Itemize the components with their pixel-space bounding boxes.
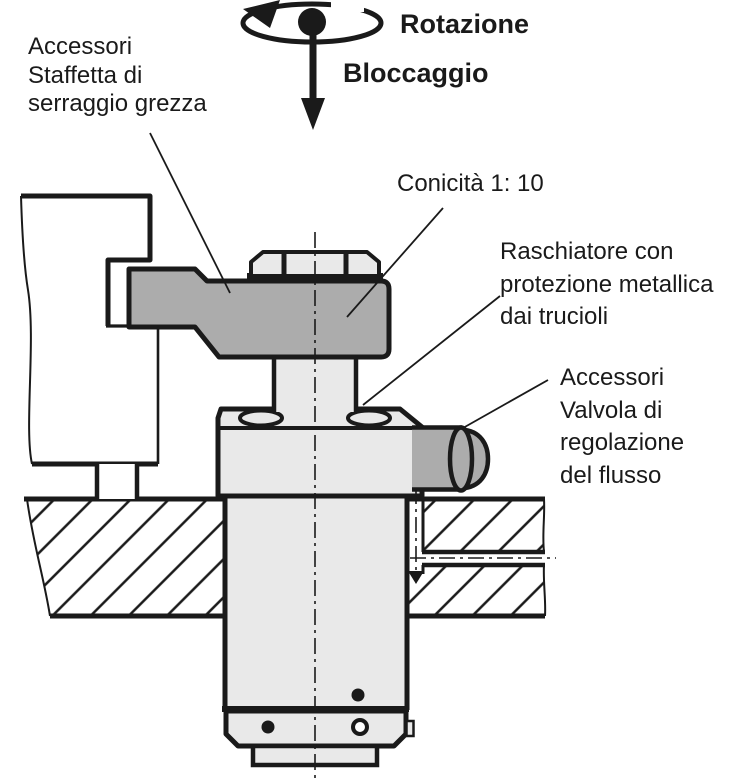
leader-line-scraper — [362, 295, 501, 406]
label-line: dai trucioli — [500, 303, 609, 330]
label-clamping: Bloccaggio — [343, 58, 489, 88]
leader-line-taper — [346, 207, 444, 318]
workpiece-support-foot — [97, 464, 137, 499]
cap-port — [351, 718, 369, 736]
label-line: regolazione — [560, 429, 685, 456]
flow-valve-knob — [412, 425, 491, 493]
leader-line-clamp-bracket — [149, 132, 231, 294]
label-line: protezione metallica — [500, 270, 714, 298]
label-line: del flusso — [560, 461, 662, 489]
clamp-down-arrow-icon — [301, 34, 325, 130]
cap-dot — [261, 720, 275, 734]
label-line: Raschiatore con — [500, 238, 674, 265]
scraper-ring — [238, 408, 392, 428]
leader-line-valve — [462, 379, 549, 429]
label-line: Accessori — [28, 33, 133, 60]
body-dot — [351, 688, 365, 702]
label-rotation: Rotazione — [400, 9, 530, 39]
label-line: serraggio grezza — [28, 90, 207, 117]
workpiece — [20, 193, 160, 499]
cylinder-body — [222, 496, 415, 768]
axis-dot — [298, 8, 326, 36]
centerlines — [314, 232, 556, 778]
base-plate-left — [24, 496, 227, 619]
label-line: Valvola di — [560, 396, 663, 424]
drill-point — [408, 571, 424, 584]
base-plate-right — [407, 496, 547, 619]
label-flow-valve: Accessori Valvola di regolazione del flu… — [560, 362, 684, 492]
rod-guide-flange — [215, 406, 425, 499]
label-clamp-bracket: Accessori Staffetta di serraggio grezza — [28, 33, 207, 119]
label-taper: Conicità 1: 10 — [397, 170, 544, 197]
rotation-arrowhead — [243, 0, 280, 28]
cylinder-end-cap — [223, 708, 409, 749]
label-line: Staffetta di — [28, 61, 143, 89]
label-scraper: Raschiatore con protezione metallica dai… — [500, 236, 713, 334]
label-line: Accessori — [560, 364, 665, 391]
